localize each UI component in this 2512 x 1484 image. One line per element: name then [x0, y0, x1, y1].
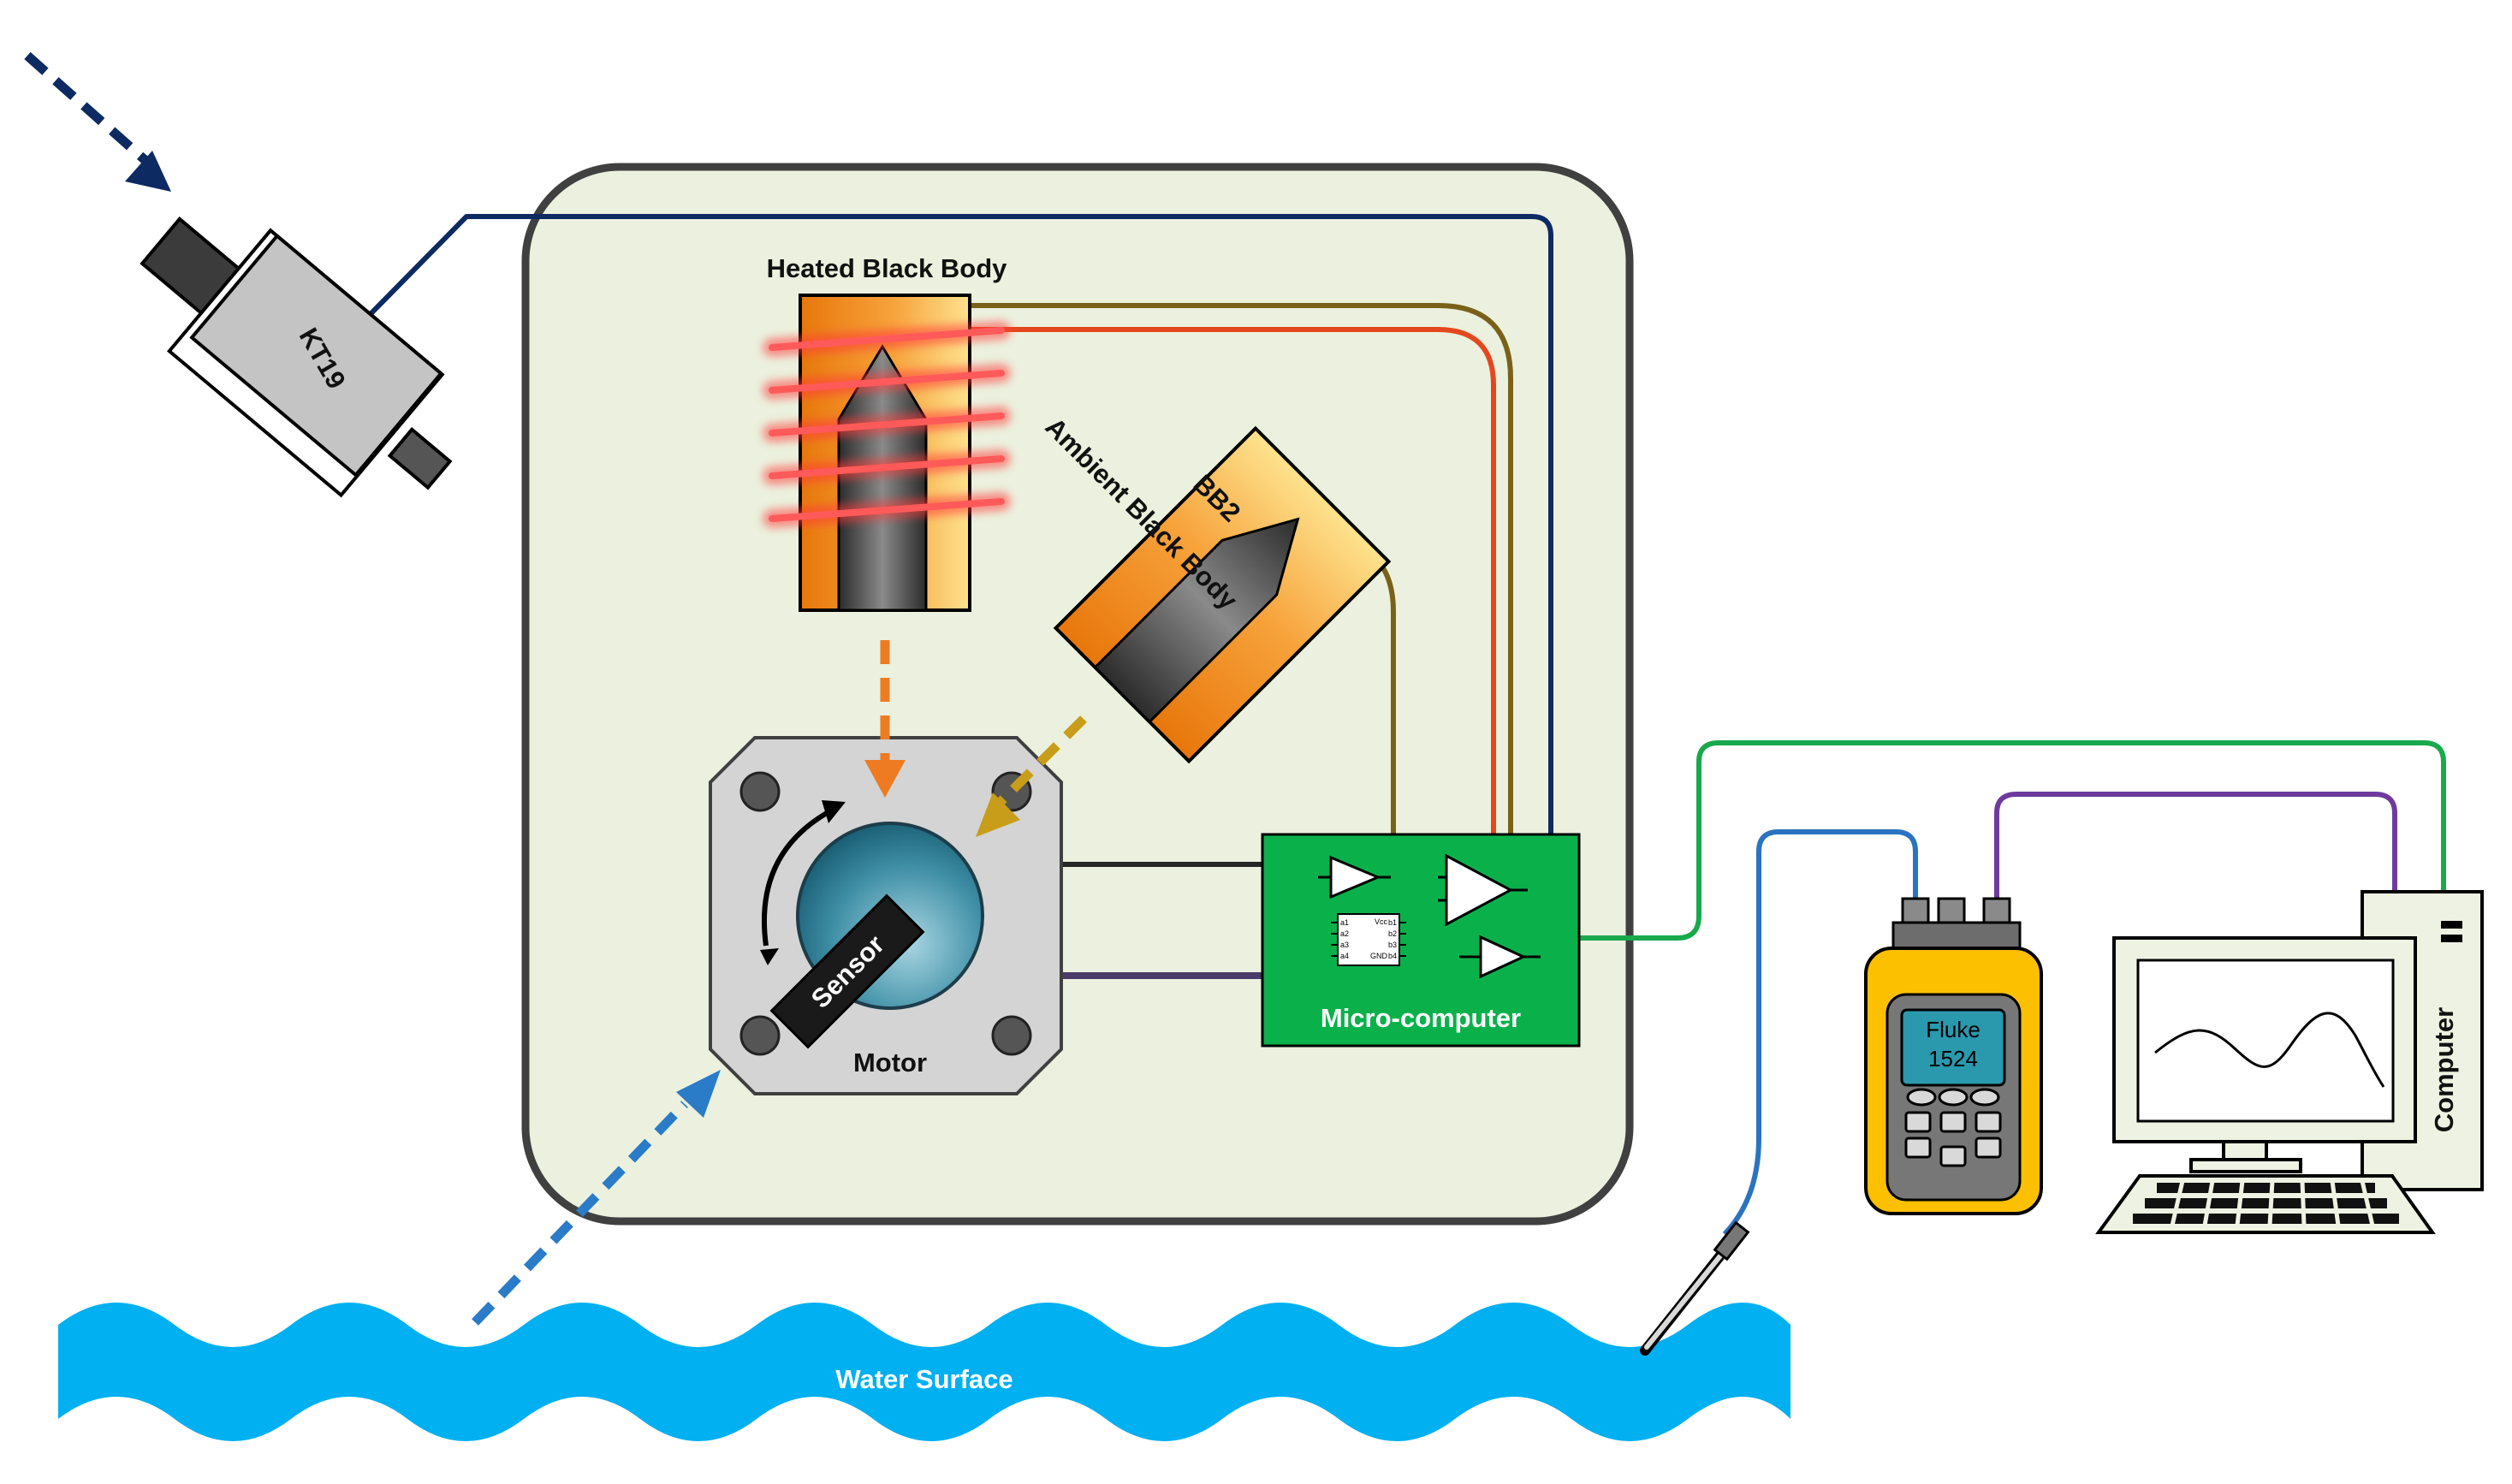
- sky-radiation-arrow: [24, 51, 153, 169]
- amplifier-icon: [1318, 855, 1391, 899]
- water-radiation-arrowhead: [676, 1070, 721, 1118]
- dashed-arrow-icon: [976, 715, 1087, 837]
- thermometer-probe-icon: [1640, 1220, 1750, 1356]
- fluke-display: [1900, 1008, 2006, 1087]
- kt19-pyrometer: KT19: [140, 217, 453, 498]
- motor-screw: [739, 1015, 781, 1056]
- fluke-keypad: [1904, 1088, 2002, 1167]
- monitor-stand-base: [2189, 1158, 2302, 1173]
- sensor-body: [769, 893, 925, 1049]
- chip-pin-label: b3: [1388, 941, 1397, 949]
- chip-pin-label: GND: [1370, 952, 1388, 960]
- micro-computer: Vcc GND a1 a2 a3 a4 b1 b2 b3 b4 Micro-co…: [1261, 833, 1581, 1048]
- ambient-bb-cavity-cone: [1093, 517, 1300, 724]
- amplifier-icon: [1438, 853, 1528, 927]
- heated-black-body: Heated Black Body: [763, 253, 1011, 612]
- sky-radiation-arrowhead: [125, 151, 171, 192]
- chip-pin-label: b2: [1388, 929, 1397, 938]
- micro-computer-label: Micro-computer: [1321, 1003, 1521, 1033]
- fluke-top-cap: [1891, 921, 2022, 952]
- motor-screw: [739, 771, 781, 812]
- monitor-waveform: [2154, 1012, 2385, 1088]
- rotation-arrowhead: [760, 948, 779, 965]
- ambient-bb-radiation-arrow: [998, 715, 1087, 804]
- keyboard-key-gaps: [2170, 1180, 2375, 1226]
- micro-computer-board: [1261, 833, 1581, 1048]
- fluke-display-line2: 1524: [1928, 1046, 1978, 1071]
- kt19-cable: [357, 214, 1553, 834]
- ambient-bb-radiation-arrowhead: [976, 792, 1020, 837]
- fluke-connector: [1937, 897, 1966, 926]
- dashed-arrow-icon: [864, 640, 906, 798]
- chip-icon: Vcc GND a1 a2 a3 a4 b1 b2 b3 b4: [1331, 913, 1406, 966]
- probe-cable: [1722, 829, 1918, 1237]
- amplifier-icon: [1459, 935, 1541, 979]
- probe-rod-highlight: [1644, 1243, 1731, 1350]
- fluke-display-line1: Fluke: [1926, 1017, 1981, 1042]
- ambient-black-body: BB2 Ambient Black Body: [1040, 412, 1392, 764]
- monitor-screen: [2136, 959, 2395, 1123]
- chip-pin-label: b1: [1388, 918, 1397, 927]
- pc-data-cable: [1579, 740, 2446, 941]
- chip-pin-label: a1: [1340, 918, 1349, 927]
- kt19-connector: [387, 426, 453, 490]
- rotation-arrow-icon: [761, 806, 836, 947]
- chip-pin-label: Vcc: [1375, 917, 1388, 926]
- water-surface-label: Water Surface: [835, 1364, 1013, 1394]
- heater-coil-icon: [763, 321, 1011, 528]
- chip-pin-label: a3: [1340, 941, 1349, 949]
- computer: Computer: [2095, 890, 2484, 1234]
- motor-screw: [991, 1015, 1032, 1056]
- fluke-1524-thermometer: Fluke 1524: [1864, 897, 2043, 1215]
- fluke-pc-cable: [1994, 792, 2397, 899]
- computer-drive-slot: [2441, 935, 2462, 942]
- water-surface: Water Surface: [58, 1303, 1790, 1441]
- motor-label: Motor: [853, 1048, 927, 1077]
- probe-handle: [1713, 1220, 1750, 1261]
- heated-bb-radiation-arrowhead: [864, 760, 906, 798]
- heated-bb-signal-cable: [969, 303, 1513, 834]
- fluke-connector: [1901, 897, 1930, 926]
- dashed-arrow-icon: [24, 51, 171, 192]
- dashed-arrow-icon: [472, 1070, 721, 1326]
- fluke-connector: [1982, 897, 2011, 926]
- instrument-enclosure: [521, 163, 1634, 1226]
- chip-pin-label: a2: [1340, 929, 1349, 938]
- water-wave: [58, 1303, 1790, 1441]
- chip-pin-label: a4: [1340, 952, 1349, 960]
- computer-drive-slot: [2441, 921, 2462, 929]
- water-radiation-arrow: [472, 1101, 688, 1326]
- chip-pin-label: b4: [1388, 952, 1397, 960]
- kt19-housing: [189, 233, 444, 478]
- computer-label: Computer: [2429, 1007, 2459, 1132]
- heated-bb-label: Heated Black Body: [767, 253, 1008, 283]
- rotation-arrowhead: [822, 800, 846, 823]
- motor: Sensor Motor: [709, 736, 1063, 1095]
- heater-power-cable: [969, 327, 1496, 834]
